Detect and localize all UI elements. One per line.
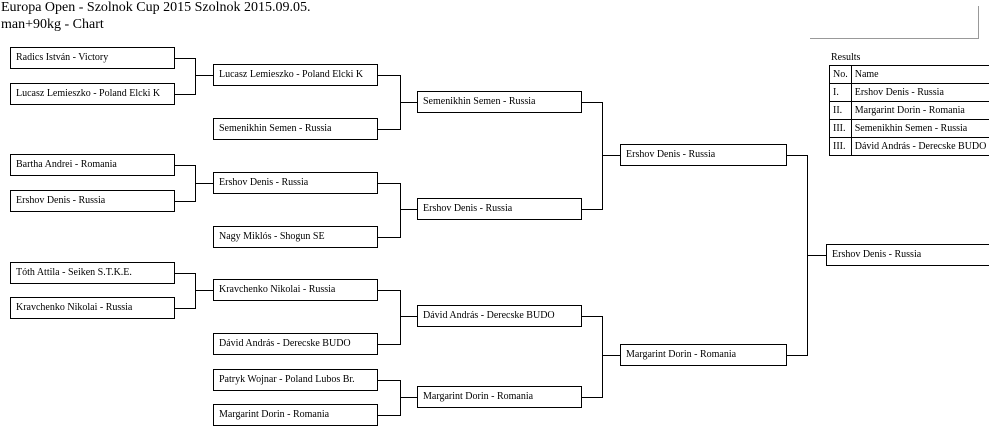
table-row: II. Margarint Dorin - Romania [829, 101, 989, 120]
connector [195, 183, 213, 184]
connector [602, 155, 620, 156]
bracket-slot-r2-2: Semenikhin Semen - Russia [213, 118, 378, 140]
results-col-name: Name [850, 65, 989, 84]
connector [582, 209, 602, 210]
connector [400, 397, 417, 398]
bracket-slot-r1-6: Kravchenko Nikolai - Russia [10, 297, 175, 319]
connector [175, 201, 195, 202]
frame-border-right [978, 6, 979, 38]
result-name: Dávid András - Derecske BUDO [850, 137, 989, 156]
frame-border-top [810, 38, 979, 39]
result-place: III. [829, 119, 852, 138]
connector [400, 380, 401, 416]
bracket-slot-r1-4: Ershov Denis - Russia [10, 190, 175, 212]
connector [400, 290, 401, 345]
table-row: III. Dávid András - Derecske BUDO [829, 137, 989, 156]
bracket-slot-r3-1: Semenikhin Semen - Russia [417, 91, 582, 113]
bracket-slot-r2-1: Lucasz Lemieszko - Poland Elcki K [213, 64, 378, 86]
bracket-slot-r1-5: Tóth Attila - Seiken S.T.K.E. [10, 262, 175, 284]
connector [195, 273, 196, 309]
results-col-no: No. [829, 65, 852, 84]
connector [378, 380, 400, 381]
bracket-slot-semifinal-2: Margarint Dorin - Romania [620, 344, 787, 366]
connector [175, 94, 195, 95]
bracket-slot-r1-3: Bartha Andrei - Romania [10, 154, 175, 176]
results-caption: Results [831, 52, 861, 63]
bracket-slot-r3-2: Ershov Denis - Russia [417, 198, 582, 220]
event-title: Europa Open - Szolnok Cup 2015 Szolnok 2… [1, 0, 311, 15]
connector [400, 209, 417, 210]
connector [602, 316, 603, 398]
connector [378, 183, 400, 184]
connector [400, 102, 417, 103]
connector [378, 237, 400, 238]
connector [602, 102, 603, 210]
connector [582, 316, 602, 317]
connector [175, 165, 195, 166]
connector [378, 75, 400, 76]
bracket-slot-final: Ershov Denis - Russia [826, 244, 989, 266]
result-name: Margarint Dorin - Romania [850, 101, 989, 120]
bracket-slot-r3-3: Dávid András - Derecske BUDO [417, 305, 582, 327]
bracket-slot-r2-7: Patryk Wojnar - Poland Lubos Br. [213, 369, 378, 391]
connector [175, 273, 195, 274]
result-name: Ershov Denis - Russia [850, 83, 989, 102]
connector [195, 58, 196, 95]
bracket-slot-r2-8: Margarint Dorin - Romania [213, 404, 378, 426]
connector [378, 344, 400, 345]
result-place: II. [829, 101, 852, 120]
connector [378, 290, 400, 291]
connector [807, 255, 826, 256]
table-row: III. Semenikhin Semen - Russia [829, 119, 989, 138]
connector [787, 155, 807, 156]
connector [787, 355, 807, 356]
result-place: I. [829, 83, 852, 102]
result-place: III. [829, 137, 852, 156]
bracket-slot-r3-4: Margarint Dorin - Romania [417, 386, 582, 408]
connector [378, 415, 400, 416]
connector [195, 290, 213, 291]
bracket-slot-r2-5: Kravchenko Nikolai - Russia [213, 279, 378, 301]
bracket-slot-r2-6: Dávid András - Derecske BUDO [213, 333, 378, 355]
results-header-row: No. Name [829, 65, 989, 84]
connector [378, 129, 400, 130]
connector [175, 58, 195, 59]
table-row: I. Ershov Denis - Russia [829, 83, 989, 102]
bracket-slot-r2-3: Ershov Denis - Russia [213, 172, 378, 194]
connector [400, 316, 417, 317]
connector [400, 183, 401, 238]
bracket-slot-r2-4: Nagy Miklós - Shogun SE [213, 226, 378, 248]
category-title: man+90kg - Chart [1, 17, 104, 32]
connector [175, 308, 195, 309]
connector [582, 102, 602, 103]
results-table: No. Name I. Ershov Denis - Russia II. Ma… [829, 65, 989, 156]
bracket-slot-r1-2: Lucasz Lemieszko - Poland Elcki K [10, 83, 175, 105]
bracket-slot-semifinal-1: Ershov Denis - Russia [620, 144, 787, 166]
bracket-slot-r1-1: Radics István - Victory [10, 47, 175, 69]
connector [582, 397, 602, 398]
connector [602, 355, 620, 356]
result-name: Semenikhin Semen - Russia [850, 119, 989, 138]
connector [195, 75, 213, 76]
